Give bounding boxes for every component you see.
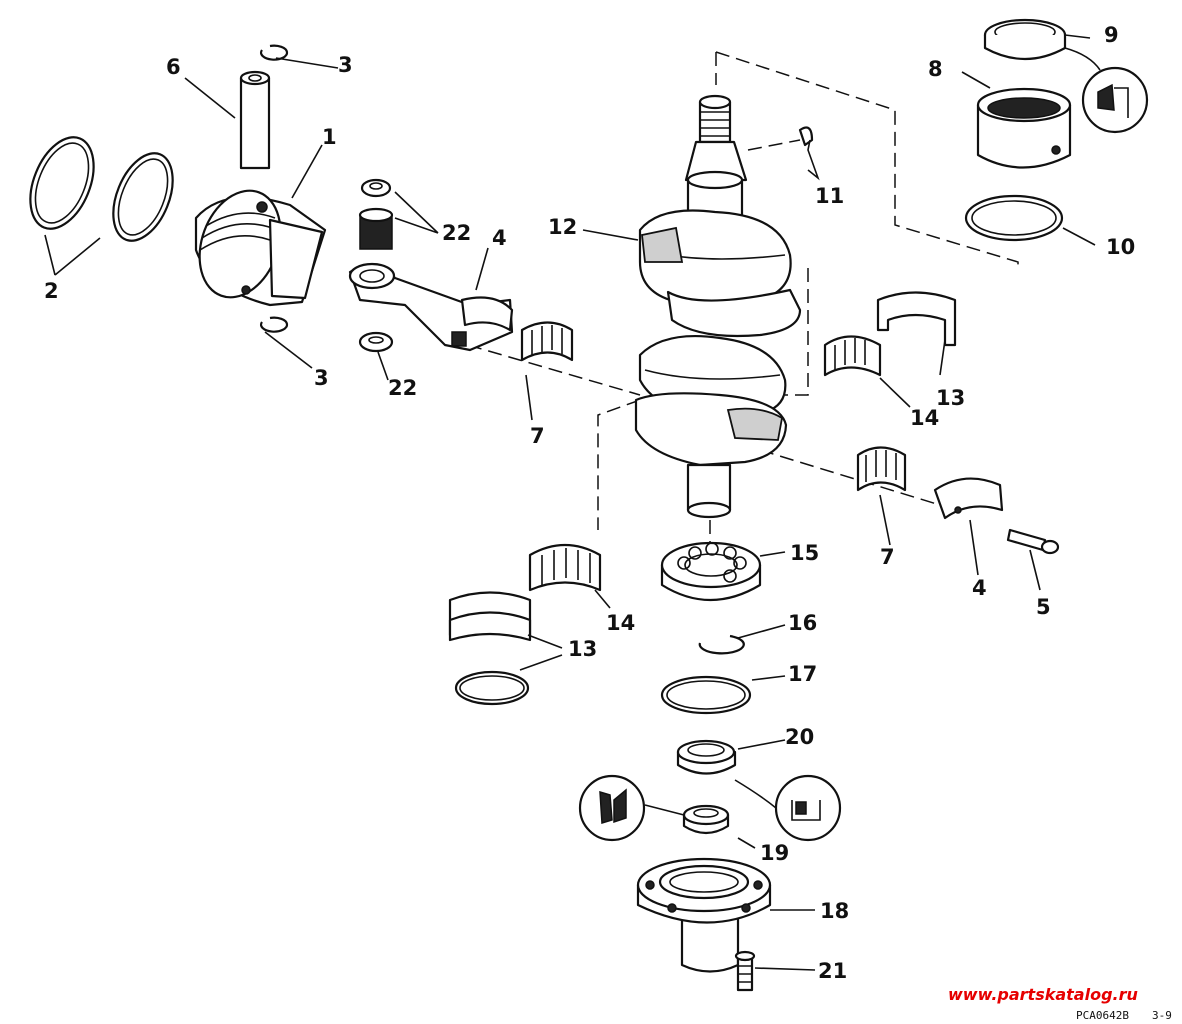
callout-5: 5 bbox=[1036, 595, 1051, 619]
callout-8: 8 bbox=[928, 57, 943, 81]
snap-ring bbox=[698, 634, 745, 655]
piston-rings bbox=[29, 136, 174, 242]
seal-detail-circle-right bbox=[774, 774, 842, 842]
inner-seal bbox=[682, 804, 730, 835]
page-number: 3-9 bbox=[1152, 1009, 1172, 1022]
wrist-pin bbox=[239, 70, 271, 170]
callout-16: 16 bbox=[788, 611, 817, 635]
callout-2: 2 bbox=[44, 279, 59, 303]
main-bearing-upper bbox=[823, 335, 882, 377]
callout-labels: 1 2 3 3 4 4 5 6 7 7 8 9 10 11 12 13 13 1… bbox=[44, 23, 1135, 983]
lower-o-ring bbox=[660, 675, 752, 715]
callout-13-left: 13 bbox=[568, 637, 597, 661]
retaining-ring-lower bbox=[454, 670, 530, 706]
leader-lines bbox=[44, 34, 1101, 971]
connecting-rod bbox=[348, 262, 514, 352]
upper-o-ring bbox=[964, 194, 1064, 242]
callout-11: 11 bbox=[815, 184, 844, 208]
assembly-dashed-lines bbox=[467, 51, 1019, 545]
callout-12: 12 bbox=[548, 215, 577, 239]
callout-3-top: 3 bbox=[338, 53, 353, 77]
retainer-clips bbox=[259, 44, 289, 333]
callout-3-bottom: 3 bbox=[314, 366, 329, 390]
watermark-url: www.partskatalog.ru bbox=[948, 985, 1138, 1004]
callout-14-right: 14 bbox=[910, 406, 939, 430]
rod-cap-screw bbox=[1006, 528, 1060, 555]
main-bearing-sleeve-upper bbox=[876, 291, 957, 347]
callout-14-left: 14 bbox=[606, 611, 635, 635]
callout-22-top: 22 bbox=[442, 221, 471, 245]
rod-cap bbox=[933, 477, 1004, 520]
wrist-pin-bearing-set bbox=[358, 178, 394, 353]
seal-detail-circle-left bbox=[578, 774, 646, 842]
ball-bearing bbox=[660, 541, 762, 601]
callout-4-cap: 4 bbox=[972, 576, 987, 600]
drawing-code: PCA0642B bbox=[1076, 1009, 1129, 1022]
upper-bearing-housing bbox=[976, 87, 1072, 169]
callout-19: 19 bbox=[760, 841, 789, 865]
callout-17: 17 bbox=[788, 662, 817, 686]
upper-seal bbox=[983, 18, 1067, 61]
housing-screw bbox=[734, 950, 756, 992]
callout-22-bottom: 22 bbox=[388, 376, 417, 400]
callout-9: 9 bbox=[1104, 23, 1119, 47]
piston bbox=[194, 189, 327, 307]
callout-13-right: 13 bbox=[936, 386, 965, 410]
callout-7-right: 7 bbox=[880, 545, 895, 569]
rod-bearing-left bbox=[520, 321, 574, 362]
lower-seal bbox=[676, 739, 737, 775]
seal-detail-circle-top bbox=[1081, 66, 1149, 134]
callout-18: 18 bbox=[820, 899, 849, 923]
callout-20: 20 bbox=[785, 725, 814, 749]
main-bearing-sleeve-lower bbox=[448, 591, 532, 642]
rod-bearing-right bbox=[856, 446, 907, 492]
callout-10: 10 bbox=[1106, 235, 1135, 259]
woodruff-key bbox=[798, 126, 814, 147]
crankshaft bbox=[634, 94, 802, 519]
callout-7-left: 7 bbox=[530, 424, 545, 448]
callout-6: 6 bbox=[166, 55, 181, 79]
callout-15: 15 bbox=[790, 541, 819, 565]
callout-1: 1 bbox=[322, 125, 337, 149]
main-bearing-lower bbox=[528, 544, 602, 592]
callout-21: 21 bbox=[818, 959, 847, 983]
callout-4-rod: 4 bbox=[492, 226, 507, 250]
